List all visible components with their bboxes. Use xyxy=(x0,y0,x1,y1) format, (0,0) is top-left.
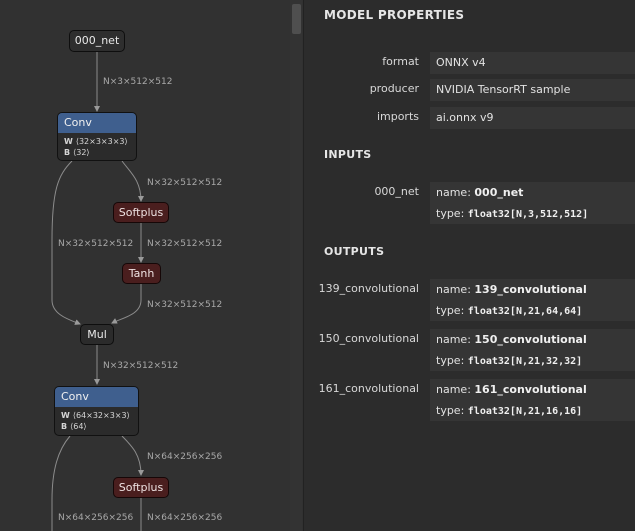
edge-label: N×64×256×256 xyxy=(58,513,134,523)
bias-shape: ⟨32⟩ xyxy=(73,148,90,157)
output-label: 139_convolutional xyxy=(318,282,419,295)
name-key: name: xyxy=(436,186,471,199)
output-details[interactable]: name: 139_convolutional type: float32[N,… xyxy=(430,279,635,321)
property-name: producer xyxy=(369,82,419,95)
input-details[interactable]: name: 000_net type: float32[N,3,512,512] xyxy=(430,182,635,224)
weight-key: W xyxy=(64,137,73,146)
mul-node[interactable]: Mul xyxy=(80,324,114,345)
edge-conv2-softplus xyxy=(121,435,144,476)
output-name: 161_convolutional xyxy=(474,383,587,396)
name-key: name: xyxy=(436,383,471,396)
name-key: name: xyxy=(436,283,471,296)
tanh-node[interactable]: Tanh xyxy=(122,263,161,284)
input-node-000-net[interactable]: 000_net xyxy=(69,30,125,52)
edge-conv2-bypass xyxy=(51,435,71,531)
input-type: float32[N,3,512,512] xyxy=(467,209,589,220)
edge-label: N×32×512×512 xyxy=(103,361,179,371)
outputs-header: OUTPUTS xyxy=(324,245,385,258)
bias-key: B xyxy=(64,148,71,157)
conv-node-1[interactable]: Conv W⟨32×3×3×3⟩ B⟨32⟩ xyxy=(57,112,137,161)
bias-key: B xyxy=(61,422,68,431)
output-name: 150_convolutional xyxy=(474,333,587,346)
model-properties-sidebar: MODEL PROPERTIES format ONNX v4 producer… xyxy=(304,0,635,531)
softplus-node-1[interactable]: Softplus xyxy=(113,202,169,223)
inputs-header: INPUTS xyxy=(324,148,372,161)
output-type: float32[N,21,16,16] xyxy=(467,406,583,417)
edge-label: N×32×512×512 xyxy=(147,239,223,249)
edge-conv1-mul xyxy=(51,160,81,325)
softplus-node-2[interactable]: Softplus xyxy=(113,477,169,498)
panel-splitter[interactable] xyxy=(303,0,304,531)
bias-shape: ⟨64⟩ xyxy=(70,422,87,431)
edge-label: N×64×256×256 xyxy=(147,513,223,523)
property-name: imports xyxy=(376,110,419,123)
conv-node-2[interactable]: Conv W⟨64×32×3×3⟩ B⟨64⟩ xyxy=(54,386,139,436)
edge-label: N×32×512×512 xyxy=(147,300,223,310)
input-label: 000_net xyxy=(374,185,419,198)
property-value[interactable]: ai.onnx v9 xyxy=(430,107,635,129)
graph-edges xyxy=(51,52,144,531)
weight-key: W xyxy=(61,411,70,420)
sidebar-title: MODEL PROPERTIES xyxy=(324,8,465,22)
property-name: format xyxy=(382,55,419,68)
property-value[interactable]: ONNX v4 xyxy=(430,52,635,74)
edge-label: N×3×512×512 xyxy=(103,77,173,87)
weight-shape: ⟨64×32×3×3⟩ xyxy=(72,411,130,420)
output-type: float32[N,21,64,64] xyxy=(467,306,583,317)
conv-node-title: Conv xyxy=(55,387,138,407)
conv-node-title: Conv xyxy=(58,113,136,133)
type-key: type: xyxy=(436,354,465,367)
graph-scrollbar[interactable] xyxy=(290,0,302,531)
output-type: float32[N,21,32,32] xyxy=(467,356,583,367)
edge-label: N×64×256×256 xyxy=(147,452,223,462)
type-key: type: xyxy=(436,304,465,317)
output-label: 161_convolutional xyxy=(318,382,419,395)
output-details[interactable]: name: 150_convolutional type: float32[N,… xyxy=(430,329,635,371)
input-name: 000_net xyxy=(474,186,524,199)
graph-canvas[interactable]: 000_net N×3×512×512 Conv W⟨32×3×3×3⟩ B⟨3… xyxy=(0,0,303,531)
edge-conv1-softplus xyxy=(121,160,144,202)
output-name: 139_convolutional xyxy=(474,283,587,296)
output-label: 150_convolutional xyxy=(318,332,419,345)
type-key: type: xyxy=(436,207,465,220)
weight-shape: ⟨32×3×3×3⟩ xyxy=(75,137,128,146)
output-details[interactable]: name: 161_convolutional type: float32[N,… xyxy=(430,379,635,421)
name-key: name: xyxy=(436,333,471,346)
edge-label: N×32×512×512 xyxy=(147,178,223,188)
scrollbar-thumb[interactable] xyxy=(292,4,301,34)
property-value[interactable]: NVIDIA TensorRT sample xyxy=(430,79,635,101)
edge-tanh-mul xyxy=(111,284,142,324)
type-key: type: xyxy=(436,404,465,417)
edge-label: N×32×512×512 xyxy=(58,239,134,249)
